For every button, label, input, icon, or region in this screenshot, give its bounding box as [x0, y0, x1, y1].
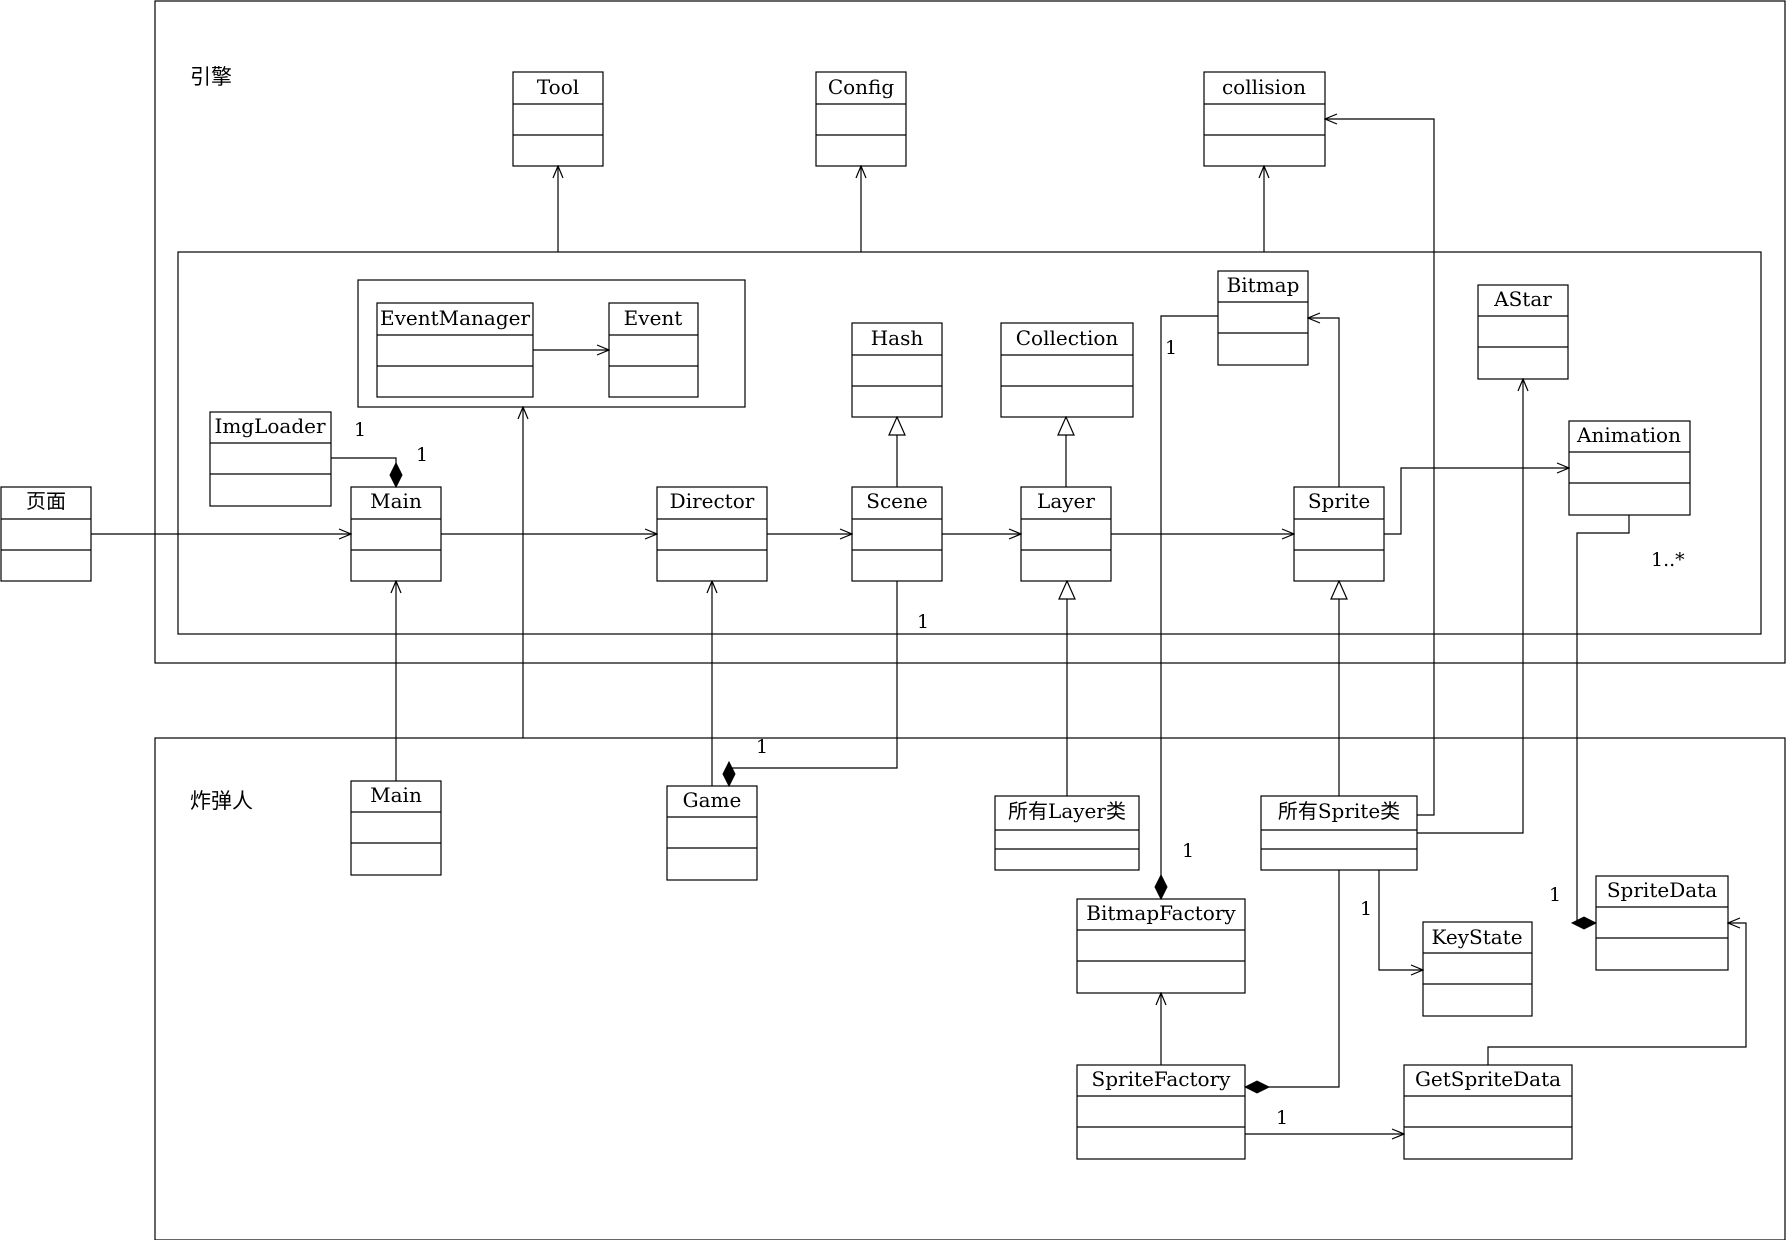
- multiplicity-label: 1: [416, 444, 428, 466]
- multiplicity-label: 1: [1165, 337, 1177, 359]
- class-config[interactable]: Config: [815, 71, 907, 167]
- class-name: Sprite: [1308, 489, 1370, 513]
- class-name: ImgLoader: [214, 414, 326, 438]
- all-sprites-to-keystate: [1378, 870, 1423, 970]
- sprite-to-bitmap-association: [1308, 318, 1340, 487]
- class-name: Game: [683, 788, 742, 812]
- class-collection[interactable]: Collection: [1000, 322, 1134, 418]
- class-tool[interactable]: Tool: [512, 71, 604, 167]
- class-name: Tool: [537, 75, 579, 99]
- multiplicity-label: 1: [1182, 840, 1194, 862]
- class-sprite[interactable]: Sprite: [1293, 486, 1385, 582]
- class-event-manager[interactable]: EventManager: [376, 302, 534, 398]
- class-name: Director: [670, 489, 755, 513]
- class-hash[interactable]: Hash: [851, 322, 943, 418]
- engine-package-frame: [154, 0, 1786, 664]
- class-name: Hash: [871, 326, 924, 350]
- class-engine-main[interactable]: Main: [350, 486, 442, 582]
- multiplicity-label: 1: [756, 736, 768, 758]
- class-sprite-factory[interactable]: SpriteFactory: [1076, 1064, 1246, 1160]
- all-sprites-to-astar: [1417, 379, 1523, 834]
- multiplicity-label: 1: [1276, 1107, 1288, 1129]
- class-name: Event: [624, 306, 683, 330]
- class-name: SpriteFactory: [1092, 1067, 1232, 1091]
- class-name: AStar: [1493, 287, 1552, 311]
- class-name: Main: [370, 489, 422, 513]
- class-layer[interactable]: Layer: [1020, 486, 1112, 582]
- getspritedata-to-spritedata: [1487, 923, 1747, 1065]
- bomberman-package-label: 炸弹人: [190, 789, 253, 813]
- class-animation[interactable]: Animation: [1568, 420, 1691, 516]
- class-game[interactable]: Game: [666, 785, 758, 881]
- class-astar[interactable]: AStar: [1477, 284, 1569, 380]
- class-name: GetSpriteData: [1415, 1067, 1561, 1091]
- class-name: EventManager: [380, 306, 530, 330]
- class-game-main[interactable]: Main: [350, 780, 442, 876]
- sprite-to-animation-association: [1384, 468, 1569, 535]
- class-get-sprite-data[interactable]: GetSpriteData: [1403, 1064, 1573, 1160]
- class-name: collision: [1222, 75, 1306, 99]
- class-sprite-data[interactable]: SpriteData: [1595, 875, 1729, 971]
- class-name: KeyState: [1431, 925, 1522, 949]
- class-director[interactable]: Director: [656, 486, 768, 582]
- class-name: BitmapFactory: [1086, 901, 1236, 925]
- class-name: Bitmap: [1227, 273, 1300, 297]
- class-name: Animation: [1576, 423, 1681, 447]
- multiplicity-label: 1: [1360, 898, 1372, 920]
- class-page[interactable]: 页面: [0, 486, 92, 582]
- animation-spritedata-composition: [1577, 515, 1630, 923]
- event-subpackage-frame: [357, 279, 746, 408]
- class-name: 所有Layer类: [1008, 799, 1126, 823]
- class-name: 所有Sprite类: [1278, 799, 1400, 823]
- imgloader-main-composition: [331, 457, 396, 487]
- engine-core-frame: [177, 251, 1762, 635]
- class-name: Main: [370, 783, 422, 807]
- all-sprites-to-collision: [1325, 119, 1435, 816]
- class-scene[interactable]: Scene: [851, 486, 943, 582]
- multiplicity-label: 1: [1549, 884, 1561, 906]
- class-name: Collection: [1016, 326, 1119, 350]
- class-img-loader[interactable]: ImgLoader: [209, 411, 332, 507]
- multiplicity-label: 1: [917, 611, 929, 633]
- class-name: Scene: [866, 489, 927, 513]
- class-name: 页面: [26, 489, 66, 513]
- class-key-state[interactable]: KeyState: [1422, 921, 1533, 1017]
- class-name: Layer: [1037, 489, 1095, 513]
- sprites-spritefactory-composition: [1245, 870, 1340, 1087]
- class-collision[interactable]: collision: [1203, 71, 1326, 167]
- multiplicity-label: 1..*: [1651, 549, 1685, 571]
- bitmap-bitmapfactory-composition: [1161, 315, 1218, 899]
- class-all-layers[interactable]: 所有Layer类: [994, 795, 1140, 871]
- engine-package-label: 引擎: [190, 65, 232, 89]
- class-name: Config: [828, 75, 895, 99]
- class-bitmap[interactable]: Bitmap: [1217, 270, 1309, 366]
- scene-game-composition: [729, 581, 898, 786]
- bomberman-package-frame: [154, 737, 1786, 1240]
- class-event[interactable]: Event: [608, 302, 699, 398]
- class-all-sprites[interactable]: 所有Sprite类: [1260, 795, 1418, 871]
- multiplicity-label: 1: [354, 419, 366, 441]
- class-name: SpriteData: [1607, 878, 1717, 902]
- class-bitmap-factory[interactable]: BitmapFactory: [1076, 898, 1246, 994]
